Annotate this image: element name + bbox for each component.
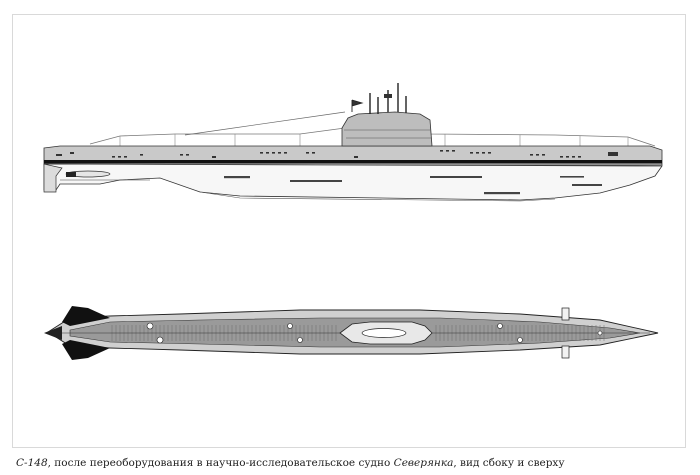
stern-rudder bbox=[43, 163, 63, 193]
bow-plane-upper bbox=[561, 307, 570, 321]
caption-name: С-148 bbox=[16, 457, 48, 469]
stern-planes-upper bbox=[62, 306, 110, 326]
stern-planes-lower bbox=[62, 340, 110, 360]
submarine-drawing bbox=[43, 83, 663, 360]
conning-tower bbox=[341, 111, 433, 147]
stern-plane bbox=[66, 172, 76, 177]
flag-icon bbox=[351, 99, 364, 112]
deck-hatches bbox=[146, 322, 603, 344]
keel-line bbox=[199, 191, 556, 202]
stern-tip bbox=[44, 326, 62, 340]
periscope-masts bbox=[369, 83, 407, 114]
caption-vessel: Северянка bbox=[393, 457, 454, 469]
figure-caption: С-148, после переоборудования в научно-и… bbox=[16, 457, 686, 473]
rail-stanchions bbox=[119, 134, 629, 146]
caption-text-2: , вид сбоку и сверху bbox=[453, 457, 565, 469]
bow-plane-lower bbox=[561, 345, 570, 359]
bridge-cockpit bbox=[361, 328, 407, 338]
side-view bbox=[43, 83, 663, 202]
caption-text-1: , после переоборудования в научно-исслед… bbox=[47, 457, 394, 469]
lower-hull bbox=[43, 163, 663, 201]
waterline-stripe bbox=[44, 160, 662, 164]
radar-antenna bbox=[384, 94, 392, 98]
top-view bbox=[44, 306, 659, 360]
antenna-wire bbox=[184, 111, 346, 136]
drawing-frame bbox=[12, 14, 686, 448]
hull-ports bbox=[224, 176, 602, 195]
casing-dashes bbox=[56, 150, 618, 158]
